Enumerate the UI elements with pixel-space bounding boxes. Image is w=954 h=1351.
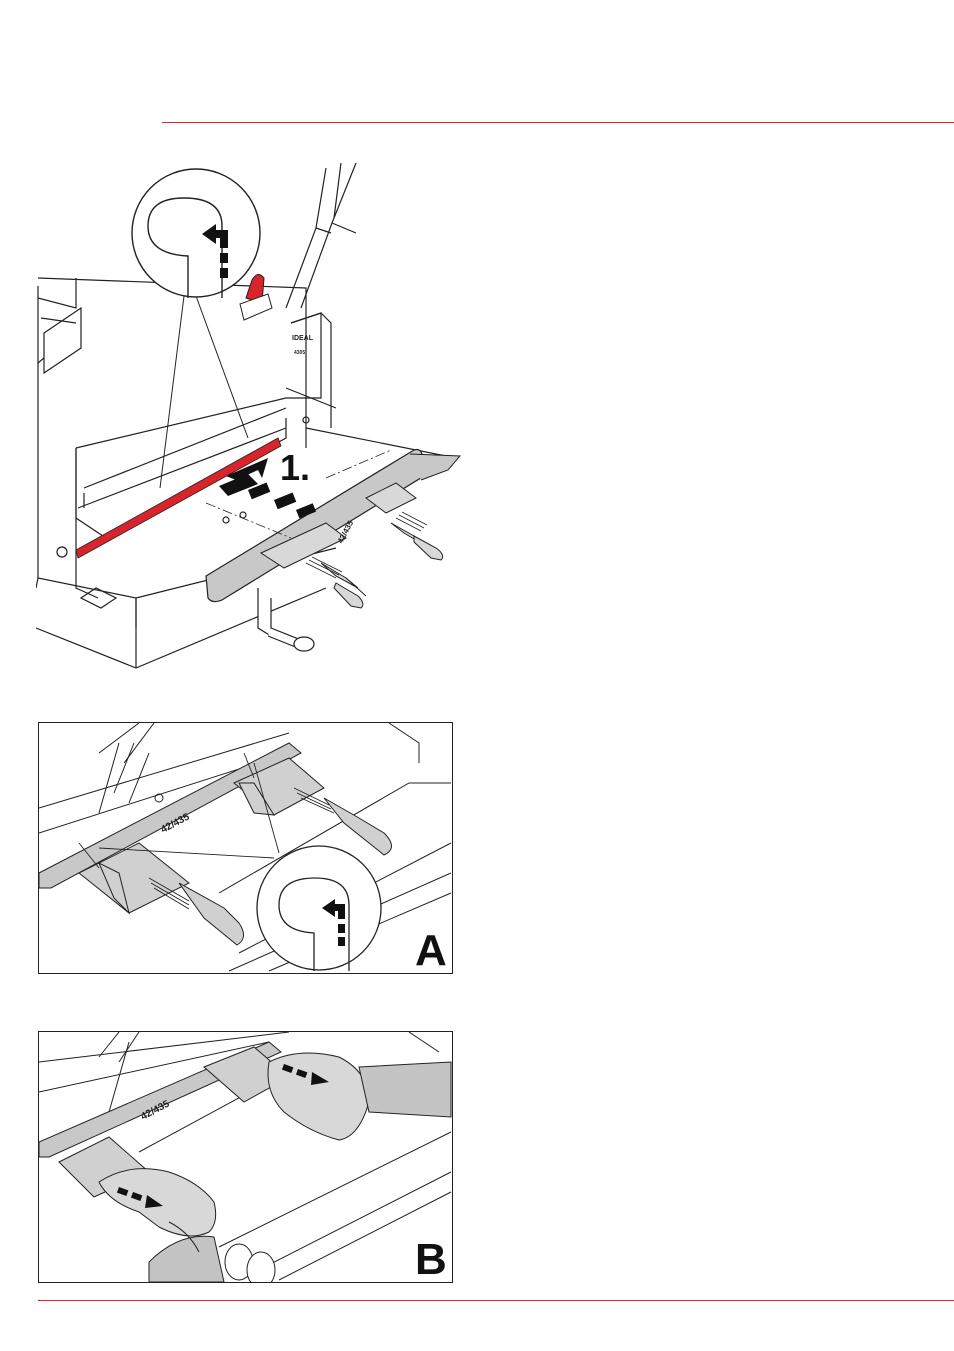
cutter-illustration: 1. 42/435 IDEAL 4305 xyxy=(36,158,466,678)
main-illustration: 1. 42/435 IDEAL 4305 xyxy=(36,158,466,678)
figure-a-letter: A xyxy=(415,926,447,973)
left-hand xyxy=(99,1169,224,1282)
brand-label: IDEAL xyxy=(292,335,314,342)
step-label: 1. xyxy=(280,447,310,488)
figure-b-letter: B xyxy=(415,1235,447,1282)
footer-rule xyxy=(38,1300,954,1301)
callout-magnifier xyxy=(132,169,260,298)
gauge-bar xyxy=(39,743,301,888)
figure-b-panel: 42/435 B xyxy=(38,1031,453,1283)
figure-b-illustration: 42/435 B xyxy=(39,1032,452,1282)
figure-a-illustration: 42/435 xyxy=(39,723,452,973)
right-hand xyxy=(268,1053,451,1140)
model-label: 4305 xyxy=(294,350,305,356)
figure-a-callout xyxy=(257,846,381,971)
cutting-line-indicator xyxy=(76,438,281,558)
header-rule xyxy=(162,122,954,123)
figure-a-panel: 42/435 xyxy=(38,722,453,974)
